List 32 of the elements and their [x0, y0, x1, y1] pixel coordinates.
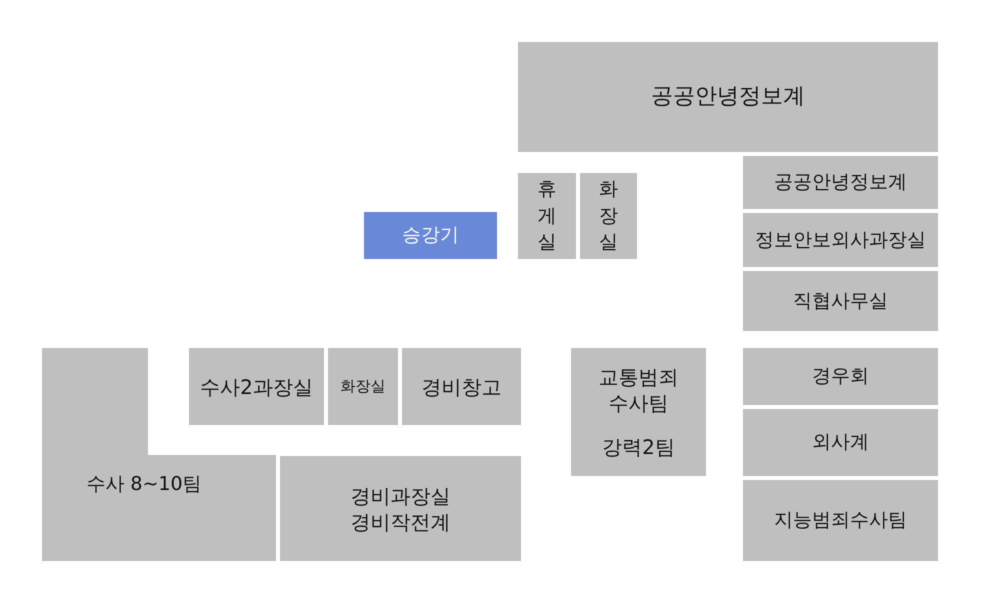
room-label: 경비창고 — [422, 374, 502, 400]
room-label: 직협사무실 — [793, 288, 888, 314]
room-block — [280, 456, 521, 561]
room-label: 외사계 — [812, 430, 869, 455]
room-block — [743, 156, 938, 209]
room-label: 화장실 — [598, 177, 619, 256]
room-label: 공공안녕정보계 — [774, 170, 907, 195]
room-block — [518, 173, 576, 259]
room-label: 수사2과장실 — [200, 374, 313, 400]
room-label: 강력2팀 — [602, 434, 675, 460]
room-label: 정보안보외사과장실 — [755, 228, 926, 252]
room-block — [571, 348, 706, 476]
room-block — [364, 212, 497, 259]
room-block — [743, 271, 938, 331]
room-block — [189, 348, 324, 425]
room-block — [743, 480, 938, 561]
room-label: 경우회 — [812, 364, 869, 389]
room-block — [402, 348, 521, 425]
room-block — [328, 348, 398, 425]
room-label: 수사 8~10팀 — [86, 472, 202, 497]
room-block — [580, 173, 637, 259]
room-label: 경비과장실 경비작전계 — [350, 482, 452, 534]
room-block — [743, 213, 938, 267]
room-label: 교통범죄 수사팀 — [598, 364, 680, 416]
room-label: 화장실 — [340, 376, 386, 396]
room-label: 휴게실 — [536, 177, 558, 256]
room-label: 지능범죄수사팀 — [774, 508, 907, 533]
room-block — [743, 348, 938, 405]
room-label: 공공안녕정보계 — [651, 82, 805, 111]
room-label: 승강기 — [402, 223, 459, 248]
room-block — [518, 42, 938, 152]
room-block — [743, 409, 938, 476]
